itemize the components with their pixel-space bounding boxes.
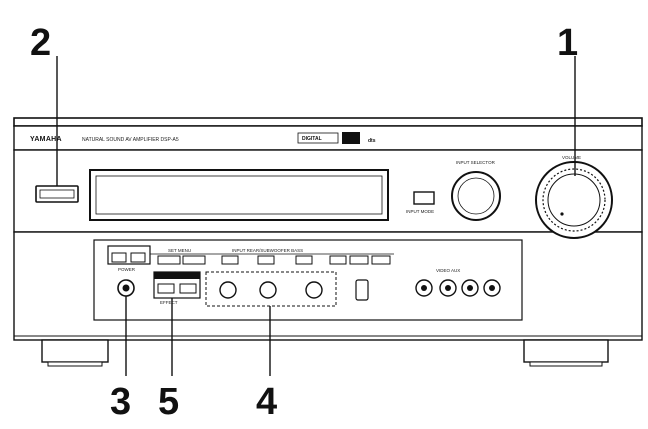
input-selector-knob[interactable]: INPUT SELECTOR — [451, 160, 501, 221]
video-aux-label: VIDEO AUX — [436, 268, 460, 273]
callout-1: 1 — [557, 22, 578, 64]
format-logos: DIGITAL dts — [297, 132, 376, 144]
callout-5: 5 — [158, 381, 179, 423]
model-name: NATURAL SOUND AV AMPLIFIER DSP-A5 — [82, 137, 179, 143]
power-switch[interactable]: POWER — [107, 245, 151, 272]
power-label: POWER — [118, 267, 136, 272]
set-menu-buttons[interactable] — [157, 255, 206, 265]
volume-knob[interactable]: VOLUME — [535, 155, 613, 239]
selector-switch[interactable] — [355, 279, 369, 301]
volume-label: VOLUME — [562, 155, 581, 160]
input-mode-label: INPUT MODE — [406, 209, 434, 214]
brand-logo: YAMAHA — [30, 136, 62, 143]
callout-4: 4 — [256, 381, 277, 423]
rear-level-buttons[interactable] — [221, 255, 391, 265]
standby-button[interactable] — [35, 185, 79, 203]
logo-digital: DIGITAL — [302, 136, 322, 142]
tone-control-knobs[interactable] — [205, 271, 337, 307]
effect-label: EFFECT — [160, 300, 178, 305]
display-window — [89, 169, 389, 221]
callout-3: 3 — [110, 381, 131, 423]
effect-buttons[interactable]: EFFECT — [153, 271, 201, 305]
leader-lines — [56, 56, 576, 376]
callout-2: 2 — [30, 22, 51, 64]
phones-jack[interactable] — [117, 279, 135, 297]
video-aux-jacks[interactable]: VIDEO AUX — [415, 268, 501, 297]
foot-right — [523, 339, 609, 367]
logo-dts: dts — [368, 138, 376, 144]
input-selector-label: INPUT SELECTOR — [456, 160, 496, 165]
input-mode-button[interactable]: INPUT MODE — [406, 191, 435, 214]
foot-left — [41, 339, 109, 367]
set-menu-label: SET MENU — [168, 248, 191, 253]
input-rear-label: INPUT REAR/SUBWOOFER BASS — [232, 248, 303, 253]
